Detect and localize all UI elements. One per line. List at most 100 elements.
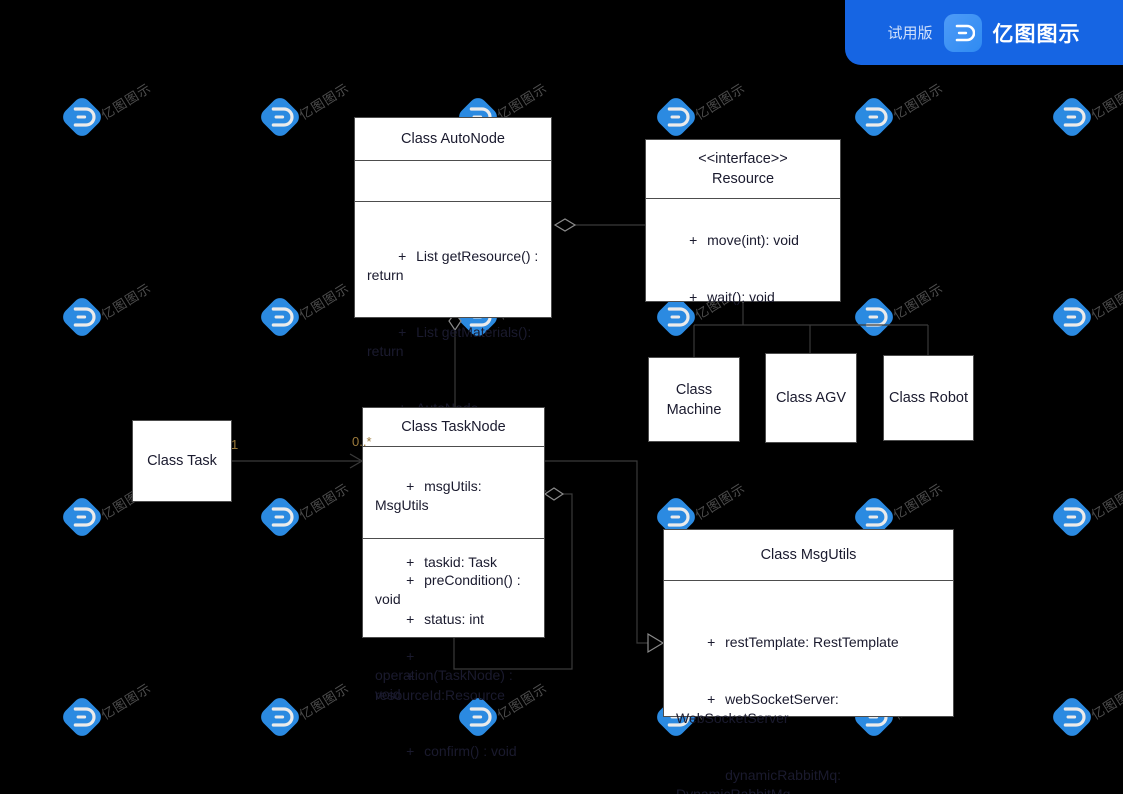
edraw-logo-icon bbox=[257, 294, 303, 340]
visibility-marker: + bbox=[406, 668, 415, 684]
watermark-tile: 亿图图示 bbox=[1049, 281, 1123, 340]
edge-autonode-resource bbox=[553, 218, 645, 232]
class-box-resource[interactable]: <<interface>> Resource + move(int): void … bbox=[645, 139, 841, 305]
trial-banner[interactable]: 试用版 亿图图示 bbox=[845, 0, 1123, 65]
edraw-logo-icon bbox=[1049, 94, 1095, 140]
class-name-label: Resource bbox=[711, 171, 775, 187]
member-text: preCondition() : void bbox=[375, 572, 525, 607]
class-member: + move(int): void bbox=[658, 212, 830, 269]
edraw-logo-icon bbox=[257, 494, 303, 540]
member-text: List getResource() : return bbox=[367, 248, 543, 283]
edge-tasknode-msgutils bbox=[545, 460, 665, 654]
visibility-marker: + bbox=[406, 478, 415, 494]
class-title-auto-node: Class AutoNode bbox=[355, 118, 551, 160]
watermark-tile: 亿图图示 bbox=[851, 281, 978, 340]
edge-task-tasknode bbox=[232, 453, 364, 469]
class-name-label: Class AGV bbox=[775, 390, 847, 406]
watermark-text: 亿图图示 bbox=[1089, 81, 1123, 124]
class-member: + confirm() : void bbox=[375, 723, 534, 780]
watermark-text: 亿图图示 bbox=[297, 281, 353, 324]
member-text: confirm() : void bbox=[424, 743, 517, 759]
visibility-marker: + bbox=[398, 248, 407, 264]
watermark-tile: 亿图图示 bbox=[257, 681, 384, 740]
member-text: msgUtils: MsgUtils bbox=[375, 478, 486, 513]
watermark-text: 亿图图示 bbox=[891, 81, 947, 124]
visibility-marker: + bbox=[406, 572, 415, 588]
class-name-label: Class MsgUtils bbox=[760, 547, 857, 563]
visibility-marker: + bbox=[398, 324, 407, 340]
edraw-logo-icon bbox=[1049, 294, 1095, 340]
member-text: move(int): void bbox=[707, 232, 799, 248]
visibility-marker: + bbox=[406, 611, 415, 627]
watermark-tile: 亿图图示 bbox=[1049, 481, 1123, 540]
member-text: dynamicRabbitMq: DynamicRabbitMq bbox=[676, 767, 845, 794]
edraw-logo-icon bbox=[1049, 494, 1095, 540]
watermark-text: 亿图图示 bbox=[99, 81, 155, 124]
edraw-logo-icon bbox=[257, 94, 303, 140]
edraw-logo-icon bbox=[59, 94, 105, 140]
watermark-text: 亿图图示 bbox=[297, 81, 353, 124]
class-attributes-msg-utils: + restTemplate: RestTemplate +webSocketSe… bbox=[664, 580, 953, 794]
edraw-logo-icon bbox=[59, 294, 105, 340]
watermark-text: 亿图图示 bbox=[1089, 681, 1123, 724]
member-text: wait(): void bbox=[707, 289, 775, 305]
member-text: List getMaterials(): return bbox=[367, 324, 536, 359]
watermark-tile: 亿图图示 bbox=[851, 81, 978, 140]
class-member: + restTemplate: RestTemplate bbox=[676, 614, 943, 671]
class-title-task-node: Class TaskNode bbox=[363, 408, 544, 446]
class-name-label: Class TaskNode bbox=[401, 419, 506, 435]
stereotype-label: <<interface>> bbox=[698, 151, 788, 167]
class-name-label: Class Task bbox=[147, 453, 217, 469]
class-title-resource: <<interface>> Resource bbox=[646, 140, 840, 198]
visibility-marker: + bbox=[406, 743, 415, 759]
edraw-logo-icon bbox=[851, 294, 897, 340]
visibility-marker: + bbox=[406, 554, 415, 570]
class-box-machine[interactable]: Class Machine bbox=[648, 357, 740, 442]
member-text: operation(TaskNode) : void bbox=[375, 667, 513, 702]
watermark-tile: 亿图图示 bbox=[59, 81, 186, 140]
member-text: status: int bbox=[424, 611, 485, 627]
watermark-tile: 亿图图示 bbox=[1049, 681, 1123, 740]
member-text: restTemplate: RestTemplate bbox=[725, 634, 899, 650]
visibility-marker: + bbox=[707, 634, 716, 650]
class-member: dynamicRabbitMq: DynamicRabbitMq bbox=[676, 747, 943, 794]
visibility-marker: + bbox=[707, 691, 716, 707]
visibility-marker: + bbox=[406, 648, 415, 664]
class-member: + wait(): void bbox=[658, 269, 830, 326]
edraw-logo-icon bbox=[851, 94, 897, 140]
class-box-task[interactable]: Class Task bbox=[132, 420, 232, 502]
watermark-tile: 亿图图示 bbox=[59, 681, 186, 740]
watermark-text: 亿图图示 bbox=[891, 481, 947, 524]
class-box-agv[interactable]: Class AGV bbox=[765, 353, 857, 443]
multiplicity-label-task: 1 bbox=[231, 437, 239, 452]
watermark-tile: 亿图图示 bbox=[59, 281, 186, 340]
watermark-tile: 亿图图示 bbox=[1049, 81, 1123, 140]
class-methods-resource: + move(int): void + wait(): void bbox=[646, 198, 840, 305]
watermark-text: 亿图图示 bbox=[297, 481, 353, 524]
class-box-robot[interactable]: Class Robot bbox=[883, 355, 974, 441]
visibility-marker: + bbox=[689, 232, 698, 248]
visibility-marker: + bbox=[689, 289, 698, 305]
watermark-tile: 亿图图示 bbox=[59, 481, 186, 540]
class-box-auto-node[interactable]: Class AutoNode +List getResource() : ret… bbox=[354, 117, 552, 435]
watermark-text: 亿图图示 bbox=[99, 681, 155, 724]
class-member: +msgUtils: MsgUtils bbox=[375, 458, 534, 534]
class-box-msg-utils[interactable]: Class MsgUtils + restTemplate: RestTempla… bbox=[663, 529, 954, 794]
class-member: +webSocketServer: WebSocketServer bbox=[676, 671, 943, 747]
edraw-logo-icon bbox=[1049, 694, 1095, 740]
class-name-label: Class Machine bbox=[666, 381, 722, 418]
class-member: +operation(TaskNode) : void bbox=[375, 628, 534, 723]
multiplicity-label-task-node: 0..* bbox=[352, 434, 372, 449]
class-member: +List getResource() : return bbox=[367, 228, 541, 304]
brand-name-label: 亿图图示 bbox=[992, 21, 1081, 46]
edraw-logo-icon bbox=[257, 694, 303, 740]
watermark-text: 亿图图示 bbox=[1089, 481, 1123, 524]
watermark-text: 亿图图示 bbox=[693, 81, 749, 124]
watermark-text: 亿图图示 bbox=[891, 281, 947, 324]
class-methods-auto-node: +List getResource() : return +List getMa… bbox=[355, 201, 551, 435]
class-box-task-node[interactable]: Class TaskNode +msgUtils: MsgUtils +task… bbox=[362, 407, 545, 759]
class-title-msg-utils: Class MsgUtils bbox=[664, 530, 953, 580]
class-name-label: Class AutoNode bbox=[401, 131, 505, 147]
watermark-text: 亿图图示 bbox=[1089, 281, 1123, 324]
